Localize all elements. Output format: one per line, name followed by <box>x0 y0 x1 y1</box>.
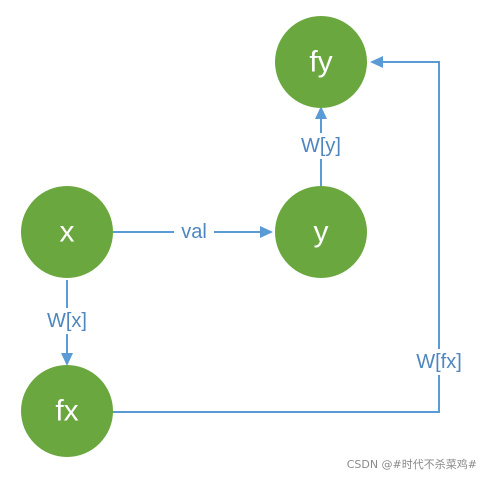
edge-x-to-fx-arrowhead <box>61 353 73 366</box>
node-fx: fx <box>21 365 113 457</box>
edge-y-to-fy-arrowhead <box>315 106 327 119</box>
edge-x-to-y: val <box>112 219 273 245</box>
node-fy-label: fy <box>309 46 332 79</box>
edge-x-to-fx-label: W[x] <box>47 310 87 332</box>
edge-fx-to-fy-label: W[fx] <box>416 351 462 373</box>
node-fy-circle <box>275 16 367 108</box>
edge-y-to-fy-label-bg <box>292 133 350 159</box>
watermark: CSDN @#时代不杀菜鸡# <box>346 458 477 471</box>
node-fx-label: fx <box>55 395 78 428</box>
node-fx-circle <box>21 365 113 457</box>
edge-fx-to-fy: W[fx] <box>112 56 473 413</box>
edge-fx-to-fy-arrowhead <box>370 56 383 68</box>
edge-y-to-fy: W[y] <box>292 106 350 186</box>
node-x: x <box>21 186 113 278</box>
node-fy: fy <box>275 16 367 108</box>
edge-x-to-fx: W[x] <box>37 280 97 366</box>
edge-x-to-y-label-bg <box>174 219 214 245</box>
node-y: y <box>275 186 367 278</box>
node-y-label: y <box>314 216 329 249</box>
edge-y-to-fy-label: W[y] <box>301 135 341 157</box>
edge-x-to-y-arrowhead <box>260 226 273 238</box>
edge-fx-to-fy-label-bg <box>405 349 473 375</box>
node-x-label: x <box>60 216 75 249</box>
edge-x-to-fx-label-bg <box>37 308 97 334</box>
node-x-circle <box>21 186 113 278</box>
edge-x-to-y-label: val <box>181 221 207 243</box>
node-y-circle <box>275 186 367 278</box>
edge-fx-to-fy-line <box>112 61 440 413</box>
